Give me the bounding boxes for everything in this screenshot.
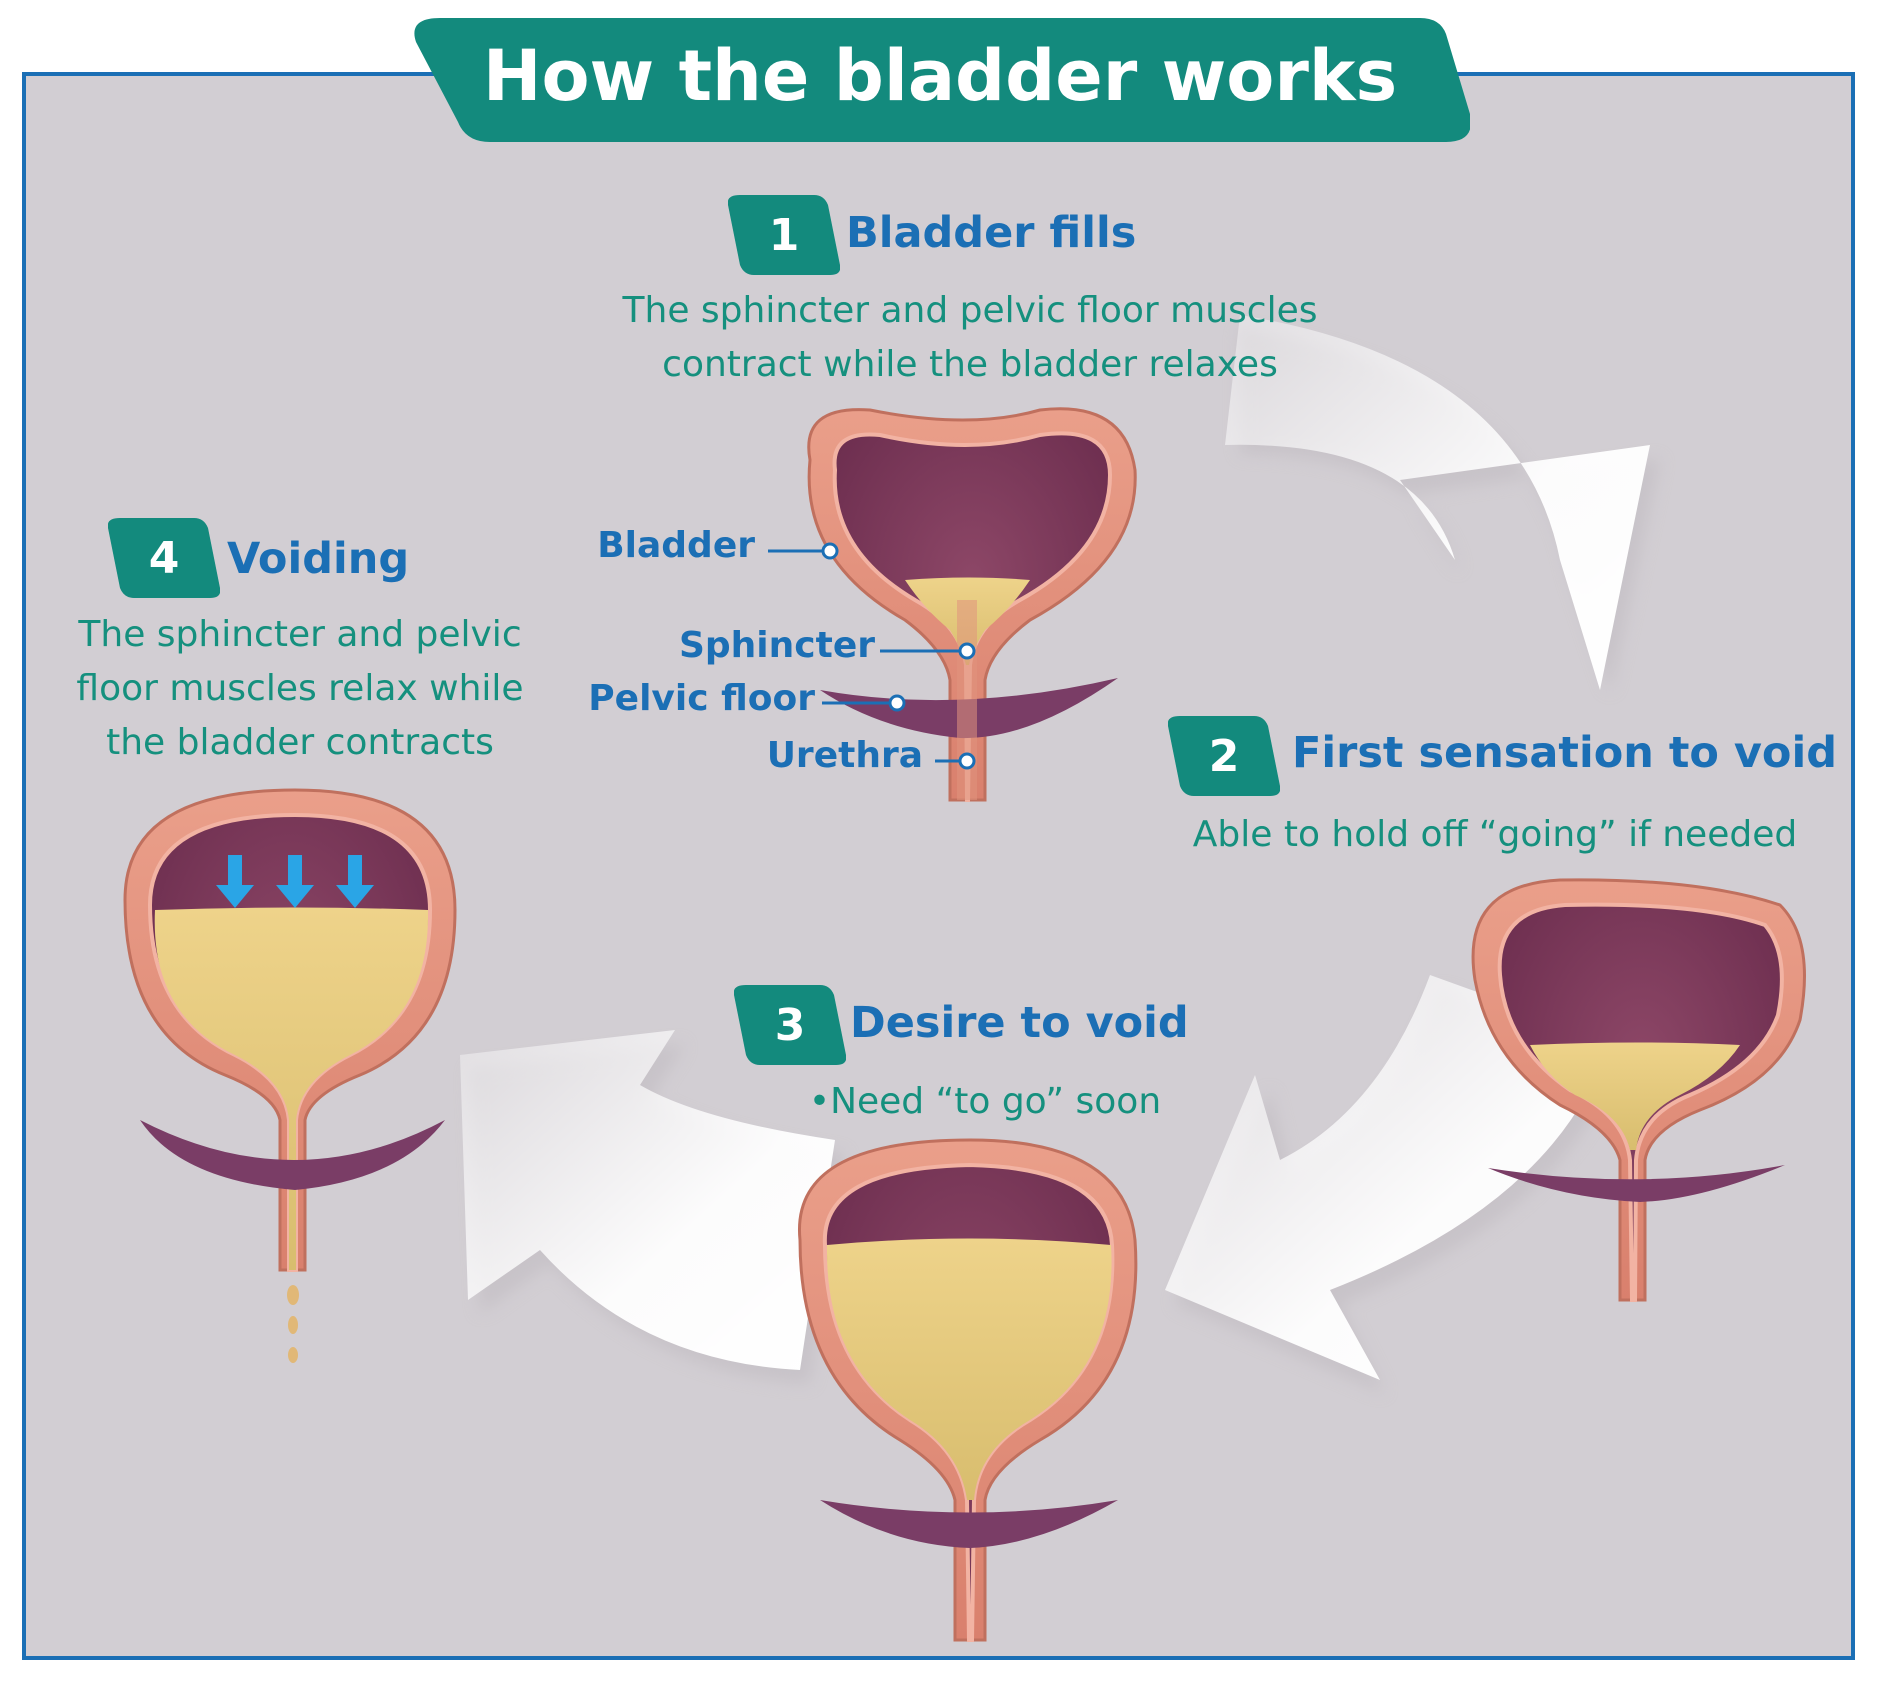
step-2-description: Able to hold off “going” if needed <box>1170 808 1820 862</box>
step-3-description: •Need “to go” soon <box>775 1075 1195 1129</box>
step-1-description: The sphincter and pelvic floor muscles c… <box>560 284 1380 392</box>
anatomy-leaders <box>768 542 976 770</box>
title-banner: How the bladder works <box>410 18 1470 142</box>
step-4-description-line: floor muscles relax while <box>76 668 524 709</box>
step-2-title: First sensation to void <box>1292 728 1837 778</box>
label-bladder: Bladder <box>597 525 755 566</box>
step-4-title: Voiding <box>227 534 410 584</box>
step-2-badge: 2 <box>1168 716 1280 796</box>
drip-drops <box>287 1285 299 1363</box>
step-3-title: Desire to void <box>850 998 1189 1048</box>
page-title: How the bladder works <box>482 35 1398 117</box>
bladder-stage-4 <box>123 788 457 1363</box>
step-1-description-line: contract while the bladder relaxes <box>662 344 1278 385</box>
step-4-number: 4 <box>148 532 180 584</box>
label-urethra: Urethra <box>766 735 923 776</box>
step-2-number: 2 <box>1208 730 1240 782</box>
contraction-arrows <box>216 855 374 908</box>
step-1-description-line: The sphincter and pelvic floor muscles <box>622 290 1318 331</box>
step-3-description-line: •Need “to go” soon <box>808 1081 1162 1122</box>
arrow-2-to-3 <box>1165 975 1620 1394</box>
step-3-badge: 3 <box>734 985 846 1065</box>
step-1-number: 1 <box>768 209 800 261</box>
step-1-title: Bladder fills <box>846 208 1137 258</box>
step-4-description: The sphincter and pelvic floor muscles r… <box>40 608 560 770</box>
label-pelvic-floor: Pelvic floor <box>588 678 815 719</box>
bladder-stage-3 <box>797 1138 1138 1642</box>
bladder-stage-2 <box>1471 878 1806 1302</box>
arrow-1-to-2 <box>1225 315 1660 694</box>
step-1-badge: 1 <box>728 195 840 275</box>
step-2-description-line: Able to hold off “going” if needed <box>1192 814 1798 855</box>
label-sphincter: Sphincter <box>678 625 875 666</box>
step-4-description-line: The sphincter and pelvic <box>78 614 522 655</box>
step-3-number: 3 <box>774 999 806 1051</box>
step-4-badge: 4 <box>108 518 220 598</box>
step-4-description-line: the bladder contracts <box>106 722 494 763</box>
arrow-3-to-4 <box>460 1030 845 1384</box>
bladder-stage-1 <box>807 407 1137 802</box>
